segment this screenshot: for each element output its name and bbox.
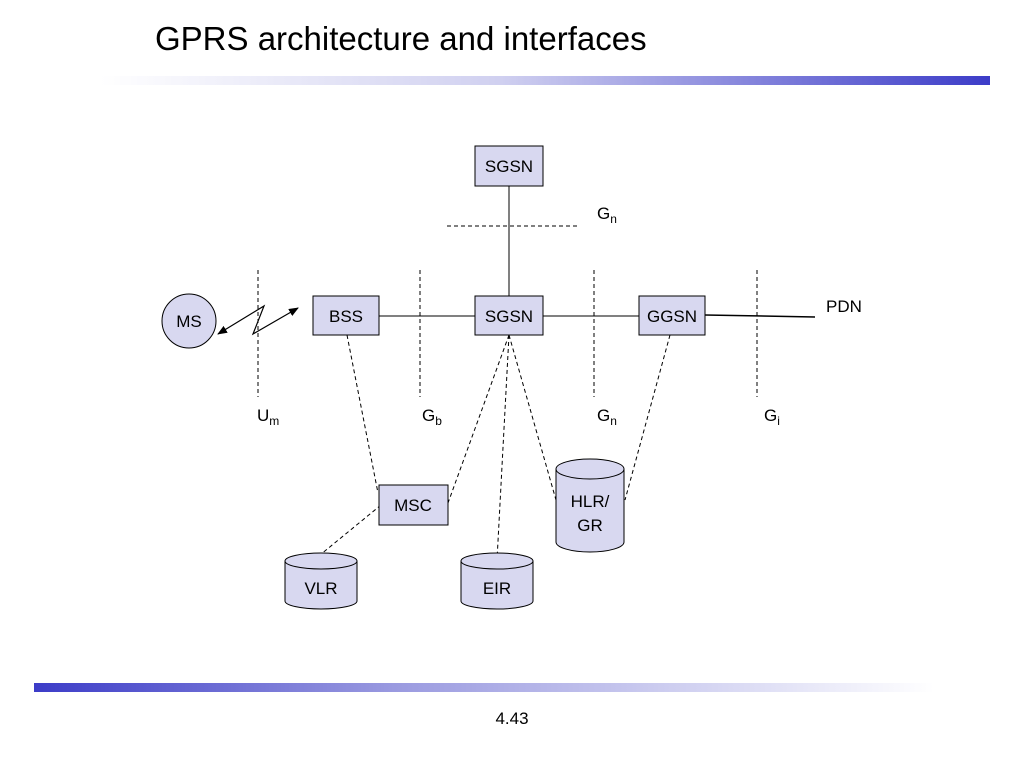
gb-interface-label: Gb [422, 406, 442, 428]
gn-interface-label: Gn [597, 406, 617, 428]
msc-to-vlr-link [319, 504, 382, 556]
sgsn-to-msc-link [447, 334, 510, 504]
ms-label: MS [176, 312, 202, 331]
um-interface-label: Um [257, 406, 279, 428]
footer-bar [34, 683, 934, 692]
bss-to-msc-link [346, 334, 379, 494]
vlr-database: VLR [284, 552, 358, 610]
sgsn-main-node: SGSN [474, 295, 544, 336]
ggsn-to-pdn-link [704, 314, 816, 318]
vlr-label: VLR [304, 579, 337, 598]
pdn-label: PDN [826, 297, 862, 316]
bss-node: BSS [312, 295, 380, 336]
eir-database: EIR [460, 552, 534, 610]
hlr-label-line2: GR [577, 516, 603, 535]
ggsn-label: GGSN [647, 307, 697, 326]
msc-node: MSC [378, 484, 449, 526]
eir-label: EIR [483, 579, 511, 598]
msc-label: MSC [394, 496, 432, 515]
page-number: 4.43 [495, 709, 529, 728]
radio-link-arrow [217, 304, 299, 336]
ms-node: MS [161, 293, 217, 349]
sgsn-top-node: SGSN [474, 145, 544, 187]
ggsn-to-hlr-link [624, 334, 671, 501]
gi-interface-label: Gi [764, 406, 780, 428]
hlr-label-line1: HLR/ [571, 492, 610, 511]
hlr-gr-database: HLR/ GR [555, 458, 625, 553]
sgsn-to-hlr-link [508, 334, 557, 501]
bss-label: BSS [329, 307, 363, 326]
sgsn-top-label: SGSN [485, 157, 533, 176]
title-underline-bar [100, 76, 990, 85]
ggsn-node: GGSN [638, 295, 706, 336]
sgsn-to-eir-link [496, 334, 510, 561]
page-title: GPRS architecture and interfaces [155, 20, 647, 57]
gn-top-interface-label: Gn [597, 204, 617, 226]
sgsn-main-label: SGSN [485, 307, 533, 326]
